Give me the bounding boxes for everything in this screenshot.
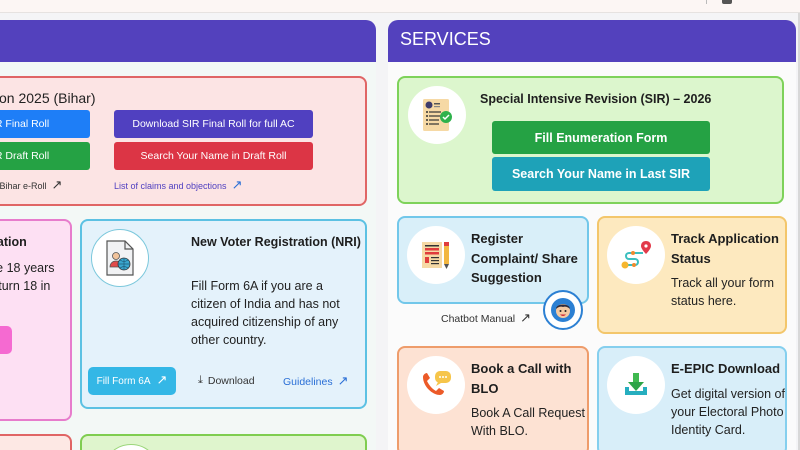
nri-description: Fill Form 6A if you are a citizen of Ind… [191,279,340,347]
arrow-up-right-icon: ↗ [231,177,243,192]
enumeration-form-icon [408,86,466,144]
download-tray-icon [607,356,665,414]
sir-draft-roll-button[interactable]: IR Draft Roll [0,142,90,170]
epic-title: E-EPIC Download [671,361,781,376]
complaint-title: Register Complaint/ Share Suggestion [471,231,578,285]
divider [706,0,707,4]
sir-2026-title: Special Intensive Revision (SIR) – 2026 [480,92,712,106]
new-voter-registration-card: ration re 18 years l turn 18 in s [0,219,72,421]
card-icon-circle [102,444,160,450]
fill-enumeration-form-button[interactable]: Fill Enumeration Form [492,121,710,154]
card-desc-line: re 18 years [0,261,55,275]
arrow-up-right-icon: ↗ [156,372,168,387]
phone-chat-icon [407,356,465,414]
fill-form-6a-button[interactable]: Fill Form 6A ↗ [88,367,176,395]
left-bottom-card [0,434,72,450]
chatbot-avatar-icon [551,298,575,322]
chatbot-manual-link[interactable]: Chatbot Manual ↗ [441,310,532,325]
bihar-eroll-link[interactable]: 3 Bihar e-Roll ↗ [0,177,63,192]
sir-bihar-card: tion 2025 (Bihar) IR Final Roll IR Draft… [0,76,367,206]
sir-final-roll-button[interactable]: IR Final Roll [0,110,90,138]
download-link[interactable]: ⤓ Download [198,374,255,387]
left-panel-header [0,20,376,62]
arrow-up-right-icon: ↗ [51,177,63,192]
card-desc-line: l turn 18 in [0,279,51,293]
book-call-blo-card[interactable]: Book a Call with BLO Book A Call Request… [397,346,589,450]
search-name-last-sir-button[interactable]: Search Your Name in Last SIR [492,157,710,191]
arrow-up-right-icon: ↗ [337,373,349,388]
card-title: ration [0,235,27,249]
services-header: SERVICES [388,20,796,62]
toolbar-icon[interactable] [722,0,732,4]
route-tracking-icon [607,226,665,284]
scrollbar[interactable] [798,13,800,450]
left-bottom-green-card [80,434,367,450]
blo-description: Book A Call Request With BLO. [471,406,585,438]
register-complaint-card[interactable]: Register Complaint/ Share Suggestion [397,216,589,304]
fill-form-6-button[interactable] [0,326,12,354]
voter-mitra-chatbot-button[interactable] [543,290,583,330]
arrow-up-right-icon: ↗ [520,310,532,325]
nri-registration-card: New Voter Registration (NRI) Fill Form 6… [80,219,367,409]
search-name-draft-roll-button[interactable]: Search Your Name in Draft Roll [114,142,313,170]
blo-title: Book a Call with BLO [471,361,572,396]
e-epic-download-card[interactable]: E-EPIC Download Get digital version of y… [597,346,787,450]
browser-top-strip [0,0,800,13]
claims-objections-link[interactable]: List of claims and objections ↗ [114,177,243,192]
epic-description: Get digital version of your Electoral Ph… [671,387,785,437]
sir-bihar-title: tion 2025 (Bihar) [0,90,96,106]
track-application-card[interactable]: Track Application Status Track all your … [597,216,787,334]
guidelines-link[interactable]: Guidelines ↗ [283,373,349,388]
track-description: Track all your form status here. [671,276,775,308]
download-icon: ⤓ [198,374,203,386]
nri-document-globe-icon [91,229,149,287]
sir-2026-card: Special Intensive Revision (SIR) – 2026 … [397,76,784,204]
track-title: Track Application Status [671,231,779,266]
complaint-form-icon [407,226,465,284]
download-sir-final-roll-button[interactable]: Download SIR Final Roll for full AC [114,110,313,138]
nri-title: New Voter Registration (NRI) [191,235,361,249]
